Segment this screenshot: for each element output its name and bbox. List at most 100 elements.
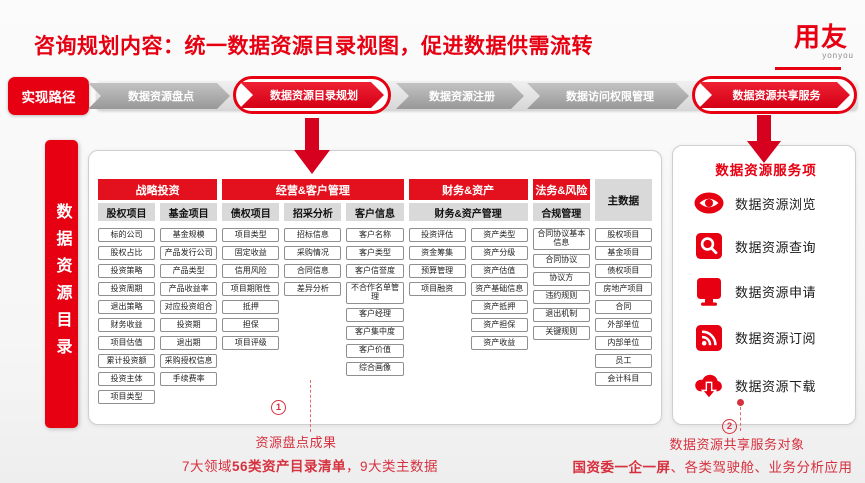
service-label: 数据资源查询 (735, 239, 817, 255)
note1-number-badge: 1 (271, 400, 286, 415)
note1-title: 资源盘点成果 (255, 435, 337, 450)
catalog-item: 担保 (222, 318, 280, 332)
catalog-item: 退出期 (160, 336, 218, 350)
catalog-subheader: 合规管理 (532, 203, 590, 221)
catalog-panel: 战略投资经营&客户管理财务&资产法务&风险主数据股权项目基金项目债权项目招采分析… (88, 150, 662, 425)
down-arrow-icon (747, 115, 781, 163)
rss-icon (693, 324, 725, 351)
service-item-apply: 数据资源申请 (693, 277, 845, 306)
catalog-group-header: 经营&客户管理 (222, 179, 404, 200)
flow-step-sharing-service: 数据资源共享服务 (699, 82, 850, 108)
catalog-item: 退出机制 (532, 307, 590, 322)
catalog-item: 招标信息 (284, 228, 342, 242)
service-item-download: 数据资源下载 (693, 370, 845, 401)
catalog-item: 资产分级 (470, 246, 528, 260)
catalog-item: 项目类型 (98, 390, 156, 404)
catalog-group-header: 法务&风险 (532, 179, 590, 200)
catalog-subheader: 基金项目 (160, 203, 218, 221)
catalog-group-header: 财务&资产 (408, 179, 528, 200)
catalog-item: 股权占比 (98, 246, 156, 260)
catalog-item: 产品类型 (160, 264, 218, 278)
catalog-item: 关键规则 (532, 325, 590, 340)
master-item: 会计科目 (594, 372, 652, 386)
master-item: 股权项目 (594, 228, 652, 242)
eye-icon (693, 192, 725, 214)
note2-title: 数据资源共享服务对象 (669, 437, 805, 452)
catalog-item: 预算管理 (408, 264, 466, 278)
catalog-item: 资产估值 (470, 264, 528, 278)
service-label: 数据资源申请 (735, 285, 817, 301)
catalog-item-column: 项目类型固定收益信用风险项目期限性抵押担保项目评级 (222, 224, 280, 418)
master-item: 合同 (594, 300, 652, 314)
catalog-item: 资产担保 (470, 318, 528, 332)
flow-step-inventory: 数据资源盘点 (88, 83, 230, 109)
catalog-side-label: 数据资源目录 (53, 203, 71, 365)
cloud-download-icon (693, 370, 725, 401)
catalog-item: 标的公司 (98, 228, 156, 242)
note2-connector-line (740, 407, 741, 431)
service-label: 数据资源订阅 (735, 331, 817, 347)
catalog-item: 客户类型 (346, 246, 404, 260)
catalog-item: 资产收益 (470, 336, 528, 350)
master-item: 员工 (594, 354, 652, 368)
catalog-item: 采购情况 (284, 246, 342, 260)
catalog-item: 投资周期 (98, 282, 156, 296)
note2-number-badge: 2 (722, 419, 737, 434)
yonyou-logo: 用友 yonyou (782, 24, 860, 60)
catalog-item: 资产抵押 (470, 300, 528, 314)
catalog-item: 项目期限性 (222, 282, 280, 296)
services-title: 数据资源服务项 (715, 163, 817, 178)
search-icon (693, 233, 725, 260)
catalog-item: 投资主体 (98, 372, 156, 386)
catalog-item: 资产基础信息 (470, 282, 528, 296)
catalog-item-column: 标的公司股权占比投资策略投资周期退出策略财务收益项目估值累计投资额投资主体项目类… (98, 224, 156, 418)
catalog-item: 投资策略 (98, 264, 156, 278)
catalog-item: 合同协议基本信息 (532, 228, 590, 250)
catalog-subheader: 财务&资产管理 (408, 203, 528, 221)
catalog-item: 退出策略 (98, 300, 156, 314)
logo-text: 用友 (793, 22, 848, 52)
catalog-item: 财务收益 (98, 318, 156, 332)
catalog-group-header: 战略投资 (98, 179, 218, 200)
catalog-item: 客户价值 (346, 343, 404, 358)
catalog-item: 产品收益率 (160, 282, 218, 296)
catalog-item: 差异分析 (284, 282, 342, 296)
catalog-item: 项目类型 (222, 228, 280, 242)
monitor-icon (693, 277, 725, 306)
catalog-item: 合同协议 (532, 253, 590, 268)
flow-step-registration: 数据资源注册 (396, 83, 524, 109)
note1-detail: 7大领域56类资产目录清单，9大类主数据 (181, 459, 439, 474)
catalog-item: 综合画像 (346, 361, 404, 376)
catalog-grid: 战略投资经营&客户管理财务&资产法务&风险主数据股权项目基金项目债权项目招采分析… (98, 179, 652, 418)
catalog-subheader: 股权项目 (98, 203, 156, 221)
catalog-item: 资产类型 (470, 228, 528, 242)
catalog-item: 协议方 (532, 271, 590, 286)
catalog-item: 采购授权信息 (160, 354, 218, 368)
catalog-item: 客户名称 (346, 228, 404, 242)
catalog-item: 客户信誉度 (346, 264, 404, 278)
note1-connector-line (310, 380, 311, 432)
service-item-query: 数据资源查询 (693, 233, 845, 260)
note2-dot (737, 399, 744, 406)
catalog-item-column: 基金规模产品发行公司产品类型产品收益率对应投资组合投资期退出期采购授权信息手续费… (160, 224, 218, 418)
master-data-header: 主数据 (594, 179, 652, 221)
catalog-item: 项目估值 (98, 336, 156, 350)
flow-path-label: 实现路径 (8, 77, 89, 115)
catalog-item: 不合作名单管理 (346, 282, 404, 304)
flow-step-access-rights: 数据访问权限管理 (527, 83, 689, 109)
note2-detail: 国资委一企一屏、各类驾驶舱、业务分析应用 (572, 460, 853, 475)
catalog-subheader: 招采分析 (284, 203, 342, 221)
catalog-item: 投资评估 (408, 228, 466, 242)
catalog-item: 对应投资组合 (160, 300, 218, 314)
services-panel: 数据资源服务项 数据资源浏览 (672, 145, 856, 425)
service-item-subscribe: 数据资源订阅 (693, 324, 845, 351)
catalog-side-bar: 数据资源目录 (45, 140, 78, 428)
catalog-item: 项目融资 (408, 282, 466, 296)
master-item: 内部单位 (594, 336, 652, 350)
catalog-item-column: 资产类型资产分级资产估值资产基础信息资产抵押资产担保资产收益 (470, 224, 528, 418)
catalog-item: 项目评级 (222, 336, 280, 350)
catalog-item: 客户集中度 (346, 325, 404, 340)
service-label: 数据资源浏览 (735, 196, 817, 212)
service-item-browse: 数据资源浏览 (693, 192, 845, 214)
